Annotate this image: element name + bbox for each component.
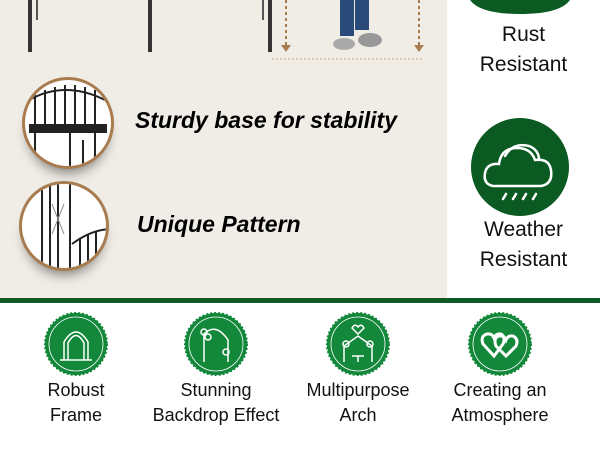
arch-icon (44, 312, 108, 376)
label-line: Arch (339, 405, 377, 425)
feature-panel: Sturdy base for stability Unique Pattern (0, 0, 447, 298)
rust-shield-icon (470, 0, 570, 14)
rust-resistant-label: Rust Resistant (447, 20, 600, 80)
label-line: Resistant (479, 53, 568, 76)
bench-closeup-icon (22, 77, 114, 169)
label-line: Multipurpose (306, 380, 410, 400)
label-line: Rust (501, 23, 546, 46)
flower-arch-icon (184, 312, 248, 376)
label-line: Atmosphere (451, 405, 549, 425)
weather-resistant-label: Weather Resistant (447, 215, 600, 275)
feature-unique-pattern: Unique Pattern (137, 211, 301, 237)
cloud-rain-icon (471, 118, 569, 216)
label-line: Stunning (180, 380, 252, 400)
label-line: Weather (484, 218, 563, 241)
pattern-closeup-icon (19, 181, 109, 271)
label-line: Backdrop Effect (152, 405, 280, 425)
label-line: Frame (49, 405, 102, 425)
label-line: Resistant (479, 248, 568, 271)
wedding-arch-icon (326, 312, 390, 376)
section-divider (0, 298, 600, 303)
label-line: Robust (47, 380, 105, 400)
arch-product-illustration (28, 0, 424, 60)
label-line: Creating an (453, 380, 547, 400)
hearts-icon (468, 312, 532, 376)
feature-sturdy-base: Sturdy base for stability (135, 107, 398, 133)
badge-creating-atmosphere: Creating an Atmosphere (430, 312, 570, 428)
